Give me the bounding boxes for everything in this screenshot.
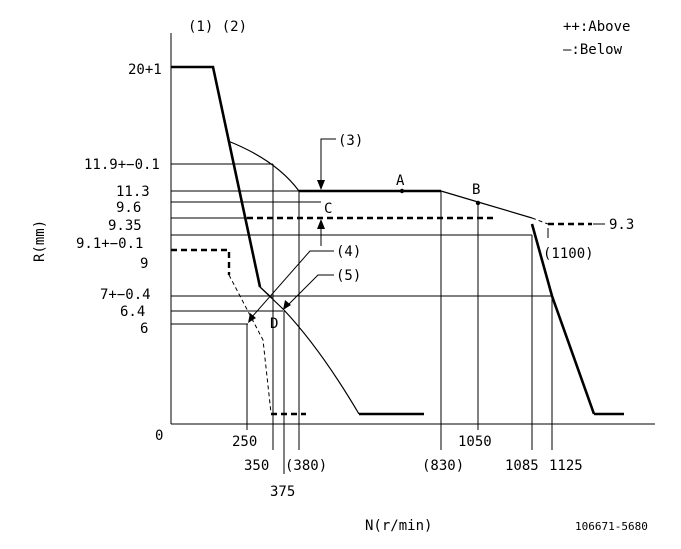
point-a-marker <box>399 188 405 194</box>
torque-control-line <box>440 190 533 219</box>
x-label-830: (830) <box>422 458 464 474</box>
point-b-marker <box>475 200 481 206</box>
x-reference-lines <box>246 164 553 474</box>
y-label-7: 7+−0.4 <box>100 287 151 303</box>
y-label-9-35: 9.35 <box>108 218 142 234</box>
point-a-label: A <box>396 173 405 189</box>
curve-junction <box>259 286 274 300</box>
y-label-9-1: 9.1+−0.1 <box>76 236 143 252</box>
arrow-4 <box>248 313 256 323</box>
x-axis-label: N(r/min) <box>365 518 432 534</box>
x-label-375: 375 <box>270 484 295 500</box>
y-label-9: 9 <box>140 256 148 272</box>
legend-below: —:Below <box>563 42 623 58</box>
y-label-20: 20+1 <box>128 62 162 78</box>
x-label-350: 350 <box>244 458 269 474</box>
annotation-4: (4) <box>336 244 361 260</box>
arrow-3-down <box>317 180 325 190</box>
y-label-11-3: 11.3 <box>116 184 150 200</box>
drawing-id: 106671-5680 <box>575 520 648 533</box>
point-b-label: B <box>472 182 480 198</box>
dashed-idle-slope <box>228 274 272 414</box>
x-label-380: (380) <box>285 458 327 474</box>
leader-3 <box>320 138 336 180</box>
point-d-label: D <box>270 316 278 332</box>
high-speed-governor-curve <box>530 223 596 415</box>
x-label-1050: 1050 <box>458 434 492 450</box>
x-label-250: 250 <box>232 434 257 450</box>
dashed-9-3-slope <box>531 217 549 225</box>
leader-5 <box>286 274 334 307</box>
lower-curve <box>259 286 360 415</box>
y-label-9-6: 9.6 <box>116 200 141 216</box>
y-label-11-9: 11.9+−0.1 <box>84 157 160 173</box>
upper-curve <box>227 140 300 192</box>
header-marks: (1) (2) <box>188 19 247 35</box>
leader-4 <box>250 250 334 319</box>
y-label-6: 6 <box>140 321 148 337</box>
y-label-6-4: 6.4 <box>120 304 145 320</box>
legend-above: ++:Above <box>563 19 630 35</box>
annotation-5: (5) <box>336 268 361 284</box>
dashed-9-line <box>171 248 231 275</box>
start-rack-curve <box>171 65 262 288</box>
annotation-1100: (1100) <box>543 246 594 262</box>
point-c-label: C <box>324 201 332 217</box>
x-label-1125: 1125 <box>549 458 583 474</box>
annotation-3: (3) <box>338 133 363 149</box>
origin-label: 0 <box>155 428 163 444</box>
arrow-5 <box>283 300 291 310</box>
arrow-3-up <box>317 219 325 229</box>
x-label-1085: 1085 <box>505 458 539 474</box>
y-reference-lines <box>171 163 552 325</box>
y-axis-label: R(mm) <box>32 220 48 262</box>
annotation-9-3: 9.3 <box>609 217 634 233</box>
